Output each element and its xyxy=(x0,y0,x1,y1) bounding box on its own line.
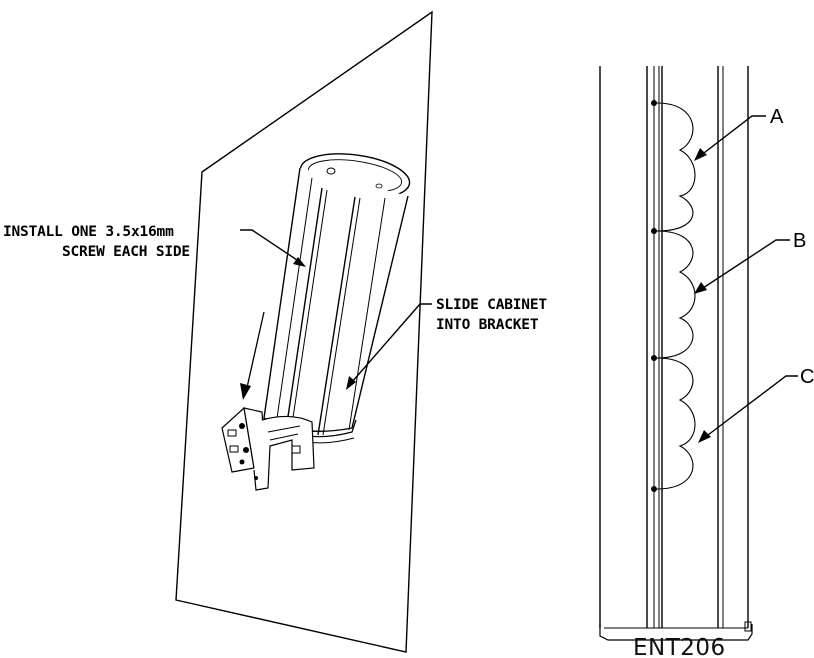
screw-note-leader xyxy=(240,229,306,267)
model-label: ENT206 xyxy=(633,635,726,658)
slide-direction-arrow xyxy=(240,311,265,400)
callout-leader-a xyxy=(694,115,766,161)
callout-a: A xyxy=(770,106,784,128)
slide-note-leader xyxy=(346,303,432,390)
screw-note-line1: INSTALL ONE 3.5x16mm xyxy=(3,224,174,240)
cabinet-side-view xyxy=(599,66,753,641)
slide-note-line1: SLIDE CABINET xyxy=(436,297,547,313)
callout-leader-c xyxy=(698,375,798,443)
callout-b: B xyxy=(793,230,806,252)
callout-leader-b xyxy=(694,239,790,294)
mounting-bracket xyxy=(221,406,315,491)
screw-note-line2: SCREW EACH SIDE xyxy=(62,244,190,260)
slide-note-line2: INTO BRACKET xyxy=(436,317,539,333)
callout-c: C xyxy=(800,366,814,388)
